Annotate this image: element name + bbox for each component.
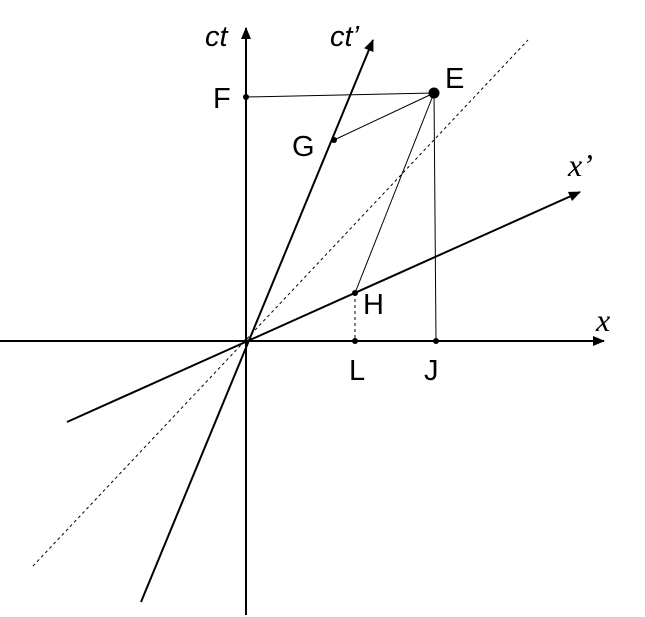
line-h-to-e [354,92,435,294]
point-j [433,338,439,344]
x-prime-axis-label: x’ [567,147,593,183]
label-e: E [445,63,464,95]
origin-point [244,339,248,343]
label-h: H [363,289,384,321]
label-f: F [213,83,231,115]
point-h [352,290,358,296]
ct-prime-axis [140,39,374,603]
point-l [352,338,358,344]
label-l: L [349,355,365,387]
label-j: J [424,355,439,387]
point-f [243,94,249,100]
x-axis-label: x [595,302,610,338]
point-g [331,137,337,143]
x-prime-axis [66,191,581,423]
ct-prime-axis-label: ct’ [330,21,360,53]
line-f-to-e [245,92,435,98]
point-e [428,87,440,99]
line-e-to-j [433,92,437,342]
light-line [32,39,529,567]
line-g-to-e [333,92,435,141]
label-g: G [292,131,315,163]
ct-axis-label: ct [205,21,230,53]
